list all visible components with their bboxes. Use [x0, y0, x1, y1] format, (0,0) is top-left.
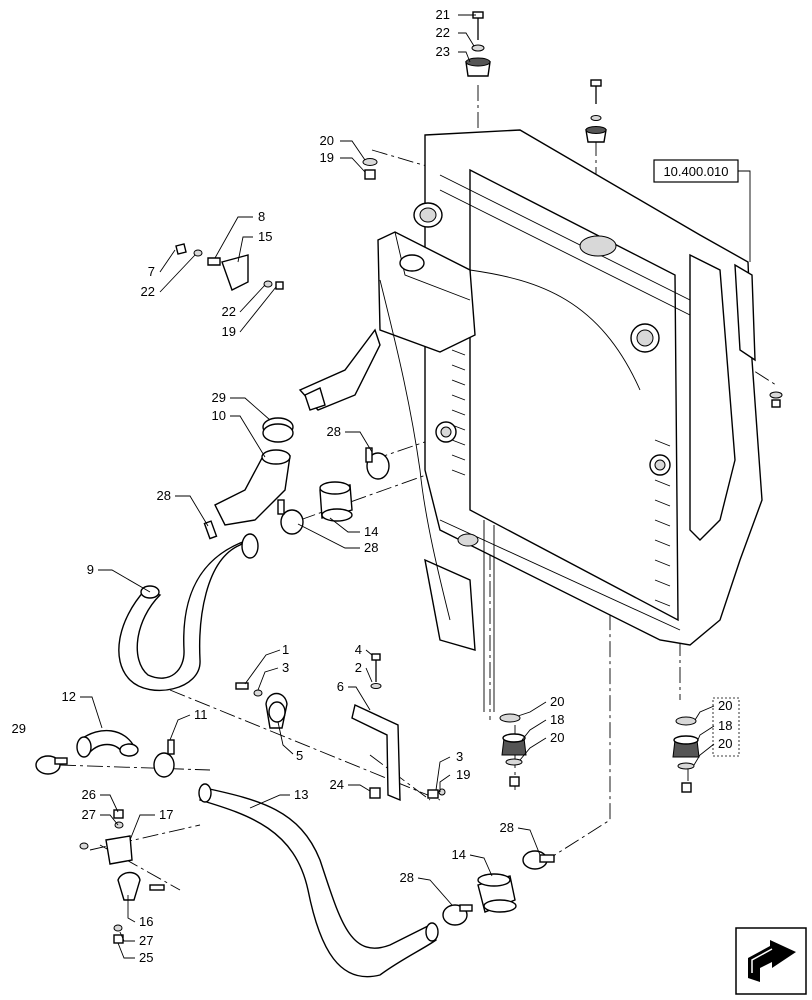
callout-20: 20: [718, 736, 732, 751]
callout-13: 13: [294, 787, 308, 802]
callout-12: 12: [62, 689, 76, 704]
callout-22: 22: [222, 304, 236, 319]
leader-lines: [80, 14, 751, 959]
clamp-5-group: [235, 682, 288, 729]
upper-hose-assembly: [203, 417, 390, 540]
callout-26: 26: [82, 787, 96, 802]
callout-20: 20: [718, 698, 732, 713]
callout-23: 23: [436, 44, 450, 59]
callouts: 21 22 23 20 19 8 15 7 22 22 19 29 10 28 …: [12, 7, 733, 965]
callout-28: 28: [500, 820, 514, 835]
callout-20: 20: [320, 133, 334, 148]
reference-label[interactable]: 10.400.010: [663, 164, 728, 179]
callout-29: 29: [212, 390, 226, 405]
callout-28: 28: [364, 540, 378, 555]
right-bolt-stack: [585, 79, 607, 143]
callout-8: 8: [258, 209, 265, 224]
callout-29: 29: [12, 721, 26, 736]
callout-5: 5: [296, 748, 303, 763]
callout-24: 24: [330, 777, 344, 792]
callout-20: 20: [550, 730, 564, 745]
callout-2: 2: [355, 660, 362, 675]
callout-11: 11: [194, 707, 208, 722]
callout-25: 25: [139, 950, 153, 965]
washer-nut-19-20: [362, 158, 378, 180]
hose-9: [118, 533, 259, 692]
callout-9: 9: [87, 562, 94, 577]
reference-box[interactable]: 10.400.010: [653, 159, 739, 183]
right-mount-group-box: [712, 697, 740, 757]
callout-15: 15: [258, 229, 272, 244]
washer-right: [769, 391, 783, 408]
callout-22: 22: [436, 25, 450, 40]
next-page-arrow-icon[interactable]: [735, 927, 807, 995]
callout-19: 19: [456, 767, 470, 782]
callout-14: 14: [452, 847, 466, 862]
callout-28: 28: [327, 424, 341, 439]
callout-28: 28: [400, 870, 414, 885]
radiator-assembly: [298, 129, 763, 712]
callout-18: 18: [718, 718, 732, 733]
callout-22: 22: [141, 284, 155, 299]
mount-left: [499, 713, 527, 787]
callout-3: 3: [282, 660, 289, 675]
callout-3: 3: [456, 749, 463, 764]
callout-14: 14: [364, 524, 378, 539]
callout-27: 27: [139, 933, 153, 948]
top-bolt-stack: [465, 11, 491, 77]
bracket-17-group: [79, 809, 165, 944]
callout-19: 19: [320, 150, 334, 165]
callout-4: 4: [355, 642, 362, 657]
callout-16: 16: [139, 914, 153, 929]
callout-7: 7: [148, 264, 155, 279]
callout-17: 17: [159, 807, 173, 822]
bracket-6-group: [351, 653, 446, 802]
lower-sleeve-14-group: [442, 850, 555, 926]
callout-1: 1: [282, 642, 289, 657]
callout-21: 21: [436, 7, 450, 22]
callout-19: 19: [222, 324, 236, 339]
clip-8-15: [175, 243, 284, 291]
elbow-12-group: [35, 729, 175, 778]
callout-6: 6: [337, 679, 344, 694]
callout-28: 28: [157, 488, 171, 503]
callout-20: 20: [550, 694, 564, 709]
callout-27: 27: [82, 807, 96, 822]
hose-13: [198, 783, 439, 978]
mount-right: [672, 716, 700, 793]
callout-10: 10: [212, 408, 226, 423]
callout-18: 18: [550, 712, 564, 727]
